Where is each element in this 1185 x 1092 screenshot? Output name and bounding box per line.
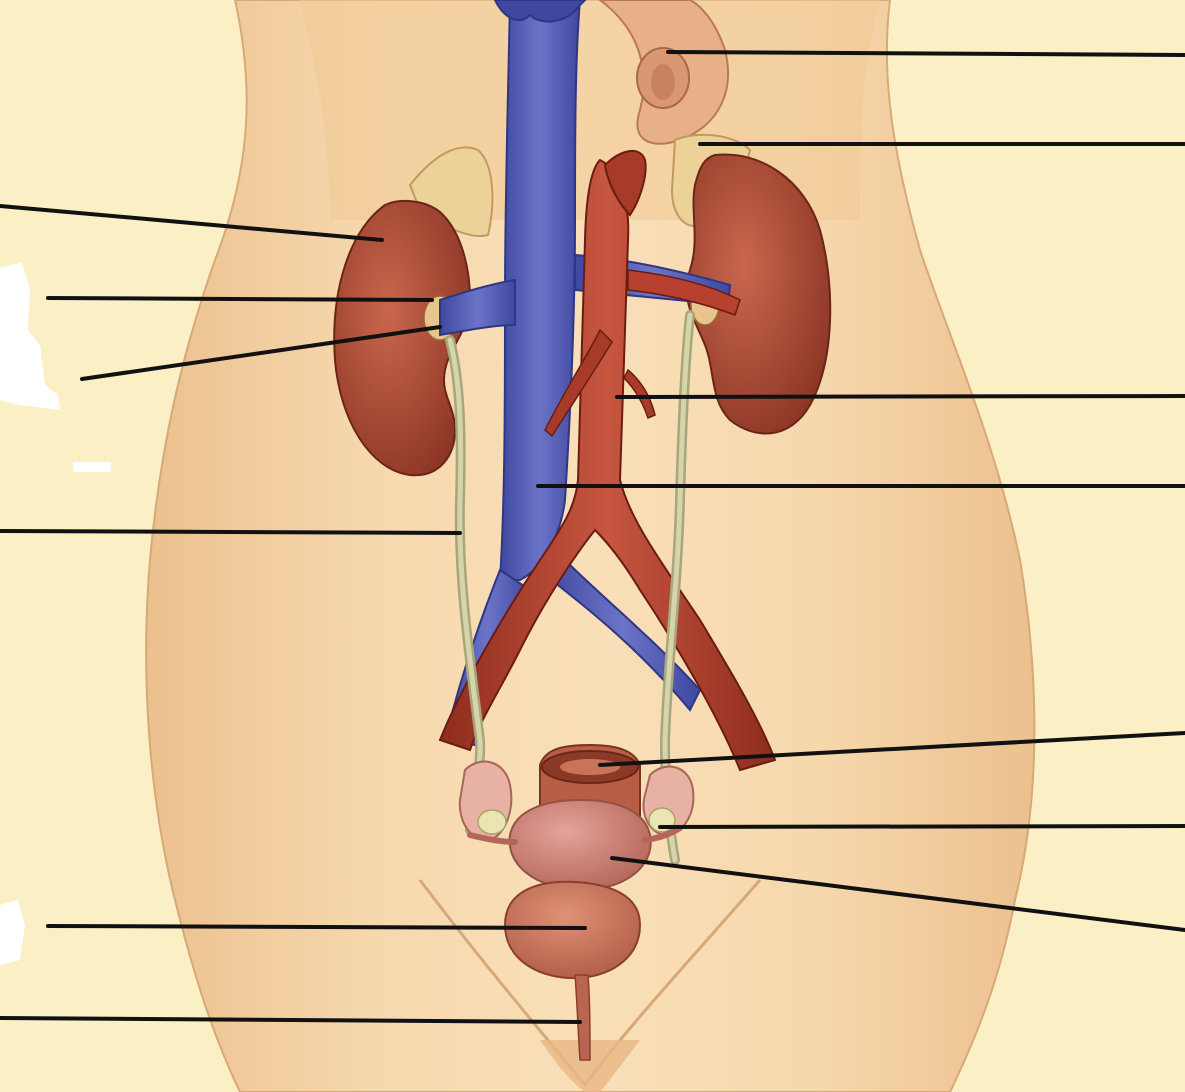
leader-line-bladder — [48, 926, 585, 928]
leader-line-ovary — [660, 826, 1185, 827]
left-edge-dash — [73, 462, 111, 472]
uterus — [510, 800, 651, 890]
ovary-right — [478, 810, 506, 834]
left-edge-mark-2 — [0, 900, 25, 965]
left-edge-mark — [0, 262, 60, 410]
leader-line-renal-vein — [48, 298, 432, 300]
leader-line-ureter — [0, 531, 460, 533]
leader-line-abdominal-aorta — [617, 396, 1185, 397]
